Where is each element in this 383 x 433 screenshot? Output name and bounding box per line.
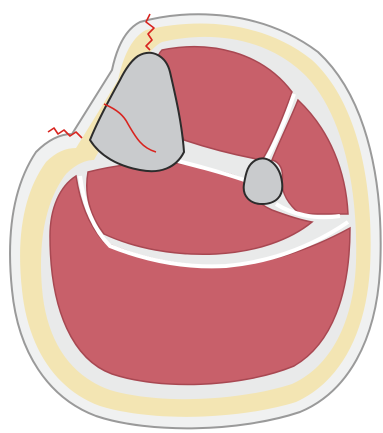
tibia-bone: [90, 53, 184, 171]
